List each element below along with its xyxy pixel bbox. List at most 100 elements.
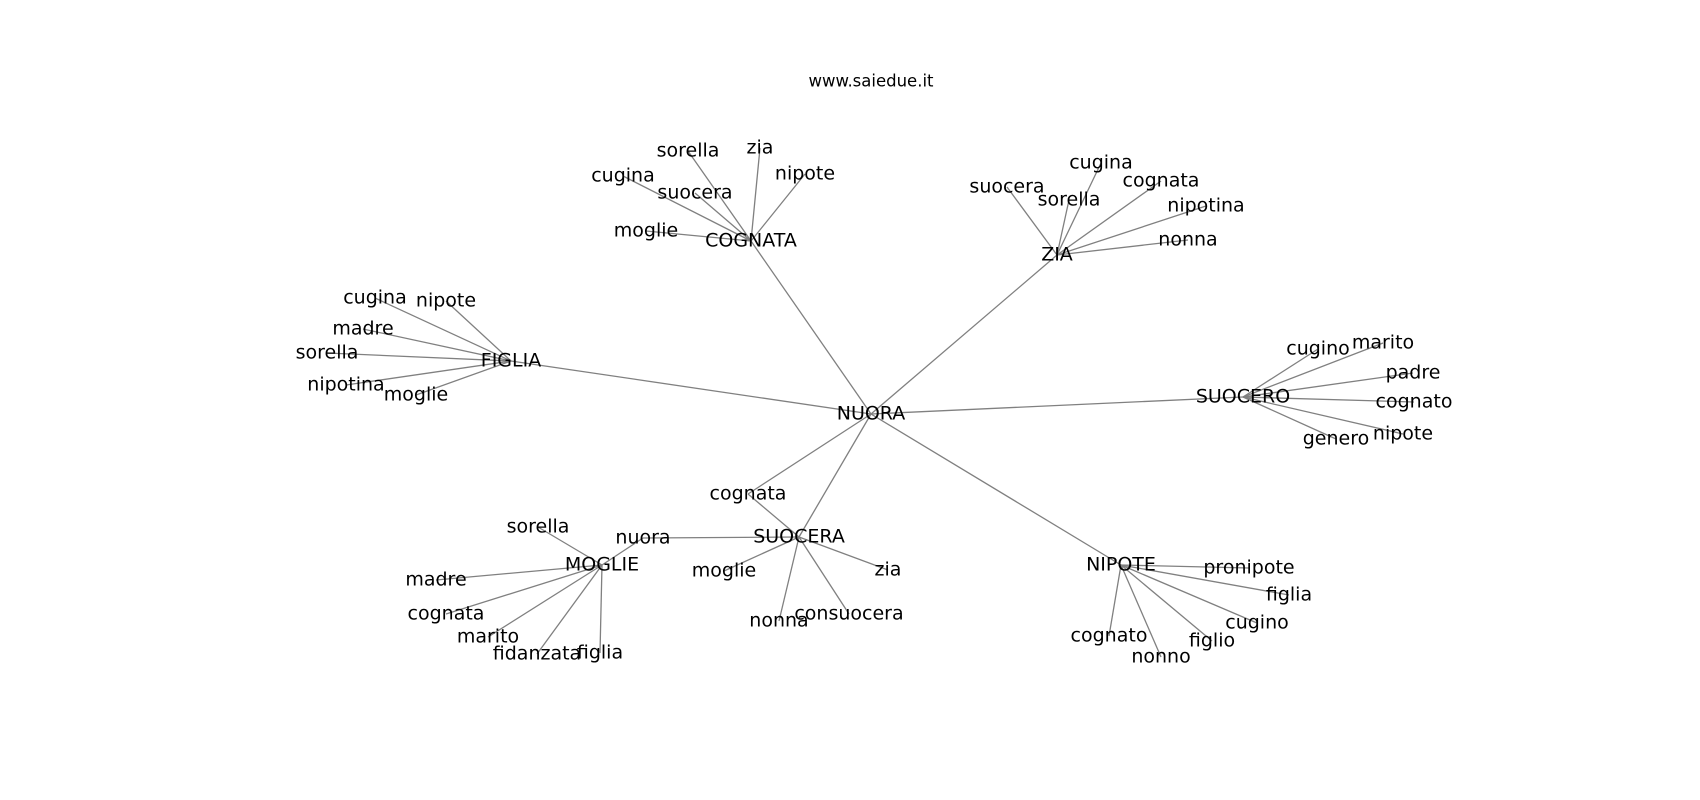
- edge-suocero-hub-to-suocero-padre: [1242, 372, 1414, 398]
- edge-suocero-hub-to-suocero-genero: [1242, 396, 1337, 440]
- node-label-nipote-figlio: figlio: [1189, 630, 1235, 652]
- edge-zia-hub-to-zia-cugina: [1056, 162, 1102, 256]
- edge-nipote-hub-to-nipote-nonno: [1120, 564, 1162, 658]
- node-label-moglie-hub: MOGLIE: [565, 554, 639, 576]
- edge-nuora-center-to-cognata-hub: [750, 240, 872, 415]
- edge-moglie-hub-to-moglie-madre: [435, 564, 603, 581]
- edge-nipote-hub-to-nipote-cugino: [1120, 564, 1258, 624]
- node-label-moglie-figlia: figlia: [577, 642, 623, 664]
- edge-moglie-hub-to-moglie-fidanzata: [536, 564, 603, 655]
- node-label-suocera-hub: SUOCERA: [753, 526, 845, 548]
- edge-figlia-hub-to-figlia-moglie: [415, 360, 512, 396]
- edge-suocero-hub-to-suocero-marito: [1242, 342, 1384, 398]
- node-label-suocero-cognato: cognato: [1376, 391, 1453, 413]
- edge-nipote-hub-to-nipote-cognato: [1108, 564, 1122, 637]
- node-label-suocero-nipote: nipote: [1373, 423, 1433, 445]
- node-label-suocero-hub: SUOCERO: [1196, 386, 1290, 408]
- node-label-nipote-cugino: cugino: [1225, 612, 1289, 634]
- edge-nuora-center-to-nipote-hub: [870, 413, 1122, 566]
- node-label-zia-suocera: suocera: [969, 176, 1044, 198]
- edge-nipote-hub-to-nipote-pronipote: [1120, 564, 1250, 569]
- graph-node-labels: NUORA COGNATA ZIA FIGLIA SUOCERO SUOCERA NIPOT…: [296, 137, 1453, 668]
- edge-moglie-hub-to-moglie-marito: [487, 564, 603, 638]
- node-label-zia-sorella: sorella: [1038, 189, 1101, 211]
- node-label-suocera-moglie: moglie: [692, 560, 756, 582]
- edge-suocero-hub-to-suocero-cugino: [1242, 348, 1319, 398]
- node-label-nipote-figlia: figlia: [1266, 584, 1312, 606]
- edge-figlia-hub-to-figlia-nipote: [445, 300, 512, 362]
- edge-nuora-center-to-suocero-hub: [870, 396, 1244, 415]
- node-label-suocera-nonna: nonna: [749, 610, 808, 632]
- node-label-nipote-cognato: cognato: [1071, 625, 1148, 647]
- node-label-cognata-nipote: nipote: [775, 163, 835, 185]
- edge-nipote-hub-to-nipote-figlio: [1120, 564, 1213, 642]
- node-label-cognata-moglie: moglie: [614, 220, 678, 242]
- node-label-zia-nipotina: nipotina: [1167, 195, 1244, 217]
- node-label-suocero-cugino: cugino: [1286, 338, 1350, 360]
- node-label-nipote-hub: NIPOTE: [1086, 554, 1156, 576]
- edge-moglie-hub-to-moglie-sorella: [537, 526, 603, 566]
- edge-zia-hub-to-zia-suocera: [1006, 186, 1058, 256]
- edge-suocera-hub-to-suocera-zia: [798, 536, 889, 571]
- node-label-moglie-marito: marito: [457, 626, 519, 648]
- edge-moglie-hub-to-moglie-figlia: [599, 564, 603, 654]
- node-label-zia-cognata: cognata: [1123, 170, 1200, 192]
- edge-nuora-center-to-suocera-cognata: [747, 413, 872, 495]
- edge-nuora-center-to-figlia-hub: [510, 360, 872, 415]
- node-label-zia-cugina: cugina: [1069, 152, 1133, 174]
- node-label-moglie-madre: madre: [405, 569, 466, 591]
- node-label-cognata-hub: COGNATA: [705, 230, 797, 252]
- edge-suocera-hub-to-suocera-moglie: [723, 536, 800, 572]
- edge-figlia-hub-to-figlia-cugina: [374, 297, 512, 362]
- node-label-figlia-sorella: sorella: [296, 342, 359, 364]
- edge-moglie-hub-to-suocera-nuora: [601, 537, 644, 566]
- node-label-suocera-cognata: cognata: [710, 483, 787, 505]
- edge-cognata-hub-to-cognata-suocera: [694, 192, 752, 242]
- edge-cognata-hub-to-cognata-zia: [750, 147, 761, 242]
- edge-cognata-hub-to-cognata-sorella: [687, 150, 752, 242]
- node-label-figlia-moglie: moglie: [384, 384, 448, 406]
- edge-nuora-center-to-zia-hub: [870, 254, 1058, 415]
- edge-zia-hub-to-zia-nonna: [1056, 239, 1189, 256]
- edge-cognata-hub-to-cognata-moglie: [645, 230, 752, 242]
- node-label-cognata-zia: zia: [747, 137, 774, 159]
- node-label-zia-hub: ZIA: [1041, 244, 1073, 266]
- node-label-suocera-zia: zia: [875, 559, 902, 581]
- node-label-cognata-suocera: suocera: [657, 182, 732, 204]
- node-label-moglie-fidanzata: fidanzata: [493, 643, 581, 665]
- edge-figlia-hub-to-figlia-nipotina: [345, 360, 512, 386]
- node-label-suocera-consuocera: consuocera: [794, 603, 903, 625]
- node-label-suocero-marito: marito: [1352, 332, 1414, 354]
- edge-suocero-hub-to-suocero-nipote: [1242, 396, 1404, 435]
- node-label-figlia-nipotina: nipotina: [307, 374, 384, 396]
- node-label-nipote-nonno: nonno: [1131, 646, 1190, 668]
- graph-title: www.saiedue.it: [808, 72, 934, 91]
- node-label-nuora-center: NUORA: [837, 403, 906, 425]
- node-label-suocera-nuora: nuora: [615, 527, 670, 549]
- edge-zia-hub-to-zia-cognata: [1056, 180, 1162, 256]
- edge-suocera-hub-to-suocera-nonna: [778, 536, 800, 622]
- edge-figlia-hub-to-figlia-madre: [362, 328, 512, 362]
- edge-suocera-hub-to-suocera-nuora: [642, 536, 800, 539]
- node-label-cognata-sorella: sorella: [657, 140, 720, 162]
- node-label-suocero-genero: genero: [1303, 428, 1370, 450]
- node-label-moglie-sorella: sorella: [507, 516, 570, 538]
- edge-suocero-hub-to-suocero-cognato: [1242, 396, 1415, 403]
- node-label-zia-nonna: nonna: [1158, 229, 1217, 251]
- edge-nipote-hub-to-nipote-figlia: [1120, 564, 1290, 596]
- node-label-moglie-cognata: cognata: [408, 603, 485, 625]
- edge-zia-hub-to-zia-sorella: [1056, 199, 1070, 256]
- node-label-figlia-nipote: nipote: [416, 290, 476, 312]
- edge-moglie-hub-to-moglie-cognata: [445, 564, 603, 615]
- node-label-suocero-padre: padre: [1386, 362, 1441, 384]
- edge-suocera-hub-to-suocera-cognata: [747, 493, 800, 538]
- node-label-figlia-madre: madre: [332, 318, 393, 340]
- edge-figlia-hub-to-figlia-sorella: [326, 352, 512, 362]
- edge-suocera-hub-to-suocera-consuocera: [798, 536, 850, 615]
- node-label-figlia-hub: FIGLIA: [481, 350, 541, 372]
- node-label-cognata-cugina: cugina: [591, 165, 655, 187]
- node-label-nipote-pronipote: pronipote: [1203, 557, 1294, 579]
- graph-edges: [326, 147, 1415, 658]
- edge-cognata-hub-to-cognata-nipote: [750, 173, 806, 242]
